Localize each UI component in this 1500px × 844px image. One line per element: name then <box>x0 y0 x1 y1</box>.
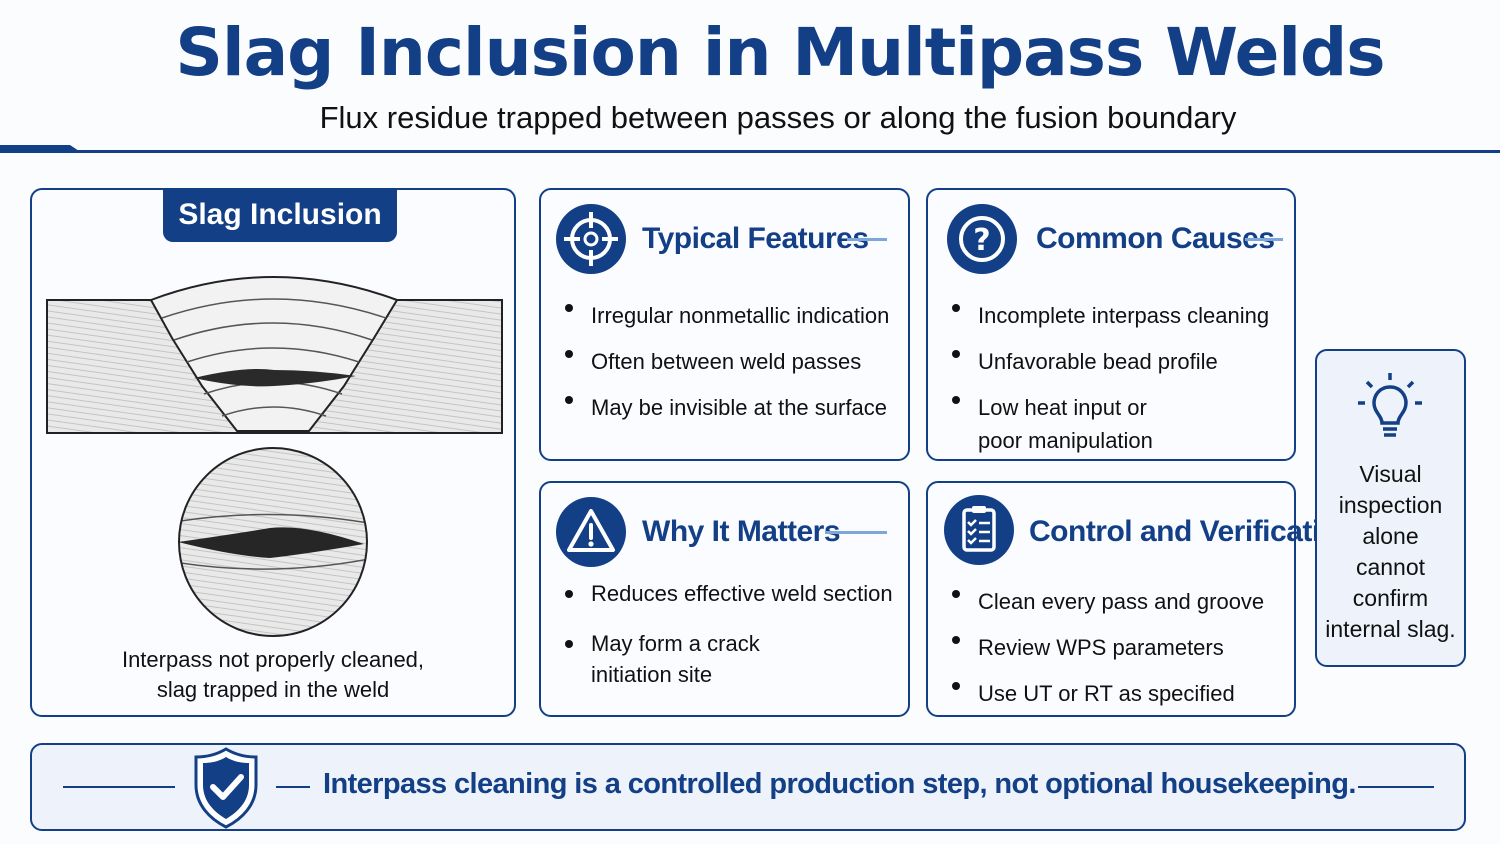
note-line: cannot <box>1355 554 1426 580</box>
header-rule <box>0 145 1500 153</box>
note-line: inspection <box>1338 492 1443 518</box>
note-line: internal slag. <box>1325 616 1456 642</box>
page-title: Slag Inclusion in Multipass Welds <box>175 14 1385 91</box>
slag-inclusion-magnified <box>179 527 364 558</box>
list-item: Irregular nonmetallic indication <box>565 293 889 339</box>
list-item: Unfavorable bead profile <box>952 339 1269 385</box>
heading-divider <box>1245 238 1283 241</box>
heading-divider <box>847 238 887 241</box>
clipboard-checklist-icon <box>944 495 1014 565</box>
list-item: Low heat input or <box>952 385 1269 425</box>
list-item-continuation: initiation site <box>591 662 713 687</box>
why-it-matters-heading: Why It Matters <box>642 515 841 548</box>
magnified-view-circle <box>178 447 368 637</box>
crosshair-icon <box>556 204 626 274</box>
control-verification-heading: Control and Verification <box>1029 515 1356 548</box>
typical-features-heading: Typical Features <box>642 222 869 255</box>
list-item: Use UT or RT as specified <box>952 671 1264 717</box>
banner-divider-left <box>63 786 175 788</box>
diagram-caption-line-2: slag trapped in the weld <box>156 677 390 702</box>
heading-divider <box>825 531 887 534</box>
svg-text:?: ? <box>973 223 990 258</box>
banner-divider-mid <box>276 786 310 788</box>
key-message-banner: Interpass cleaning is a controlled produ… <box>30 743 1466 831</box>
note-line: Visual <box>1359 461 1422 487</box>
list-item: Review WPS parameters <box>952 625 1264 671</box>
list-item: Incomplete interpass cleaning <box>952 293 1269 339</box>
lightbulb-icon <box>1358 373 1422 437</box>
slag-inclusion-streak <box>194 369 356 387</box>
typical-features-list: Irregular nonmetallic indication Often b… <box>565 293 889 431</box>
list-item: May be invisible at the surface <box>565 385 889 431</box>
key-message-text: Interpass cleaning is a controlled produ… <box>323 768 1356 800</box>
note-line: alone <box>1362 523 1419 549</box>
list-item-continuation: poor manipulation <box>978 428 1153 453</box>
banner-divider-right <box>1358 786 1434 788</box>
typical-features-card: Typical Features Irregular nonmetallic i… <box>539 188 910 461</box>
common-causes-list: Incomplete interpass cleaning Unfavorabl… <box>952 293 1269 457</box>
diagram-tab-label: Slag Inclusion <box>163 188 397 242</box>
note-line: confirm <box>1352 585 1429 611</box>
warning-icon <box>556 497 626 567</box>
shield-check-icon <box>194 747 258 829</box>
list-item: May form a crack <box>565 629 893 659</box>
diagram-caption-line-1: Interpass not properly cleaned, <box>121 647 425 672</box>
visual-inspection-note: Visual inspection alone cannot confirm i… <box>1315 349 1466 667</box>
page-subtitle: Flux residue trapped between passes or a… <box>319 100 1237 135</box>
why-it-matters-list: Reduces effective weld section May form … <box>565 579 893 691</box>
common-causes-card: ? Common Causes Incomplete interpass cle… <box>926 188 1296 461</box>
control-verification-list: Clean every pass and groove Review WPS p… <box>952 579 1264 717</box>
list-item: Reduces effective weld section <box>565 579 893 609</box>
control-verification-card: Control and Verification Clean every pas… <box>926 481 1356 717</box>
question-icon: ? <box>947 204 1017 274</box>
list-item: Often between weld passes <box>565 339 889 385</box>
visual-inspection-text: Visual inspection alone cannot confirm i… <box>1317 459 1464 645</box>
slag-diagram-panel: Slag Inclusion Interpass not properly cl <box>30 188 516 717</box>
list-item: Clean every pass and groove <box>952 579 1264 625</box>
common-causes-heading: Common Causes <box>1036 222 1275 255</box>
why-it-matters-card: Why It Matters Reduces effective weld se… <box>539 481 910 717</box>
weld-cross-section-illustration <box>46 276 503 637</box>
